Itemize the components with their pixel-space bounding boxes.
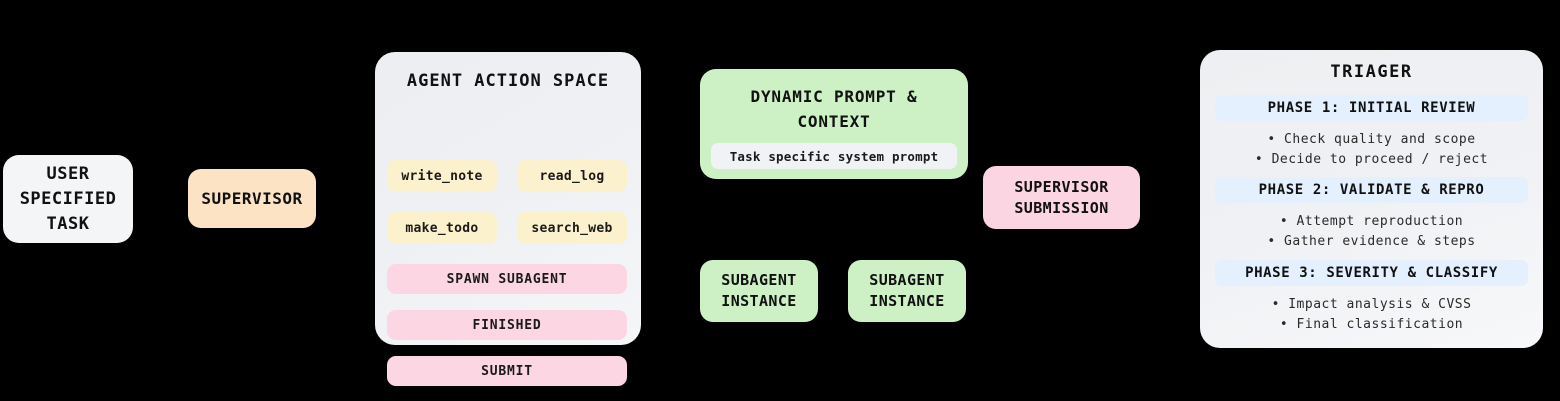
action-space-title: AGENT ACTION SPACE	[406, 71, 610, 91]
phase-2-header: PHASE 2: VALIDATE & REPRO	[1215, 177, 1528, 203]
action-spawn-subagent[interactable]: SPAWN SUBAGENT	[387, 264, 627, 294]
subagent-1-line-2: INSTANCE	[721, 292, 797, 310]
tool-read-log-label: read_log	[539, 168, 605, 184]
tool-make-todo-label: make_todo	[405, 220, 479, 236]
tool-write-note-label: write_note	[401, 168, 483, 184]
phase-2-header-label: PHASE 2: VALIDATE & REPRO	[1258, 182, 1485, 198]
tool-make-todo[interactable]: make_todo	[387, 212, 497, 244]
tool-read-log[interactable]: read_log	[517, 160, 627, 192]
tool-search-web-label: search_web	[531, 220, 613, 236]
phase-2-body: • Attempt reproduction • Gather evidence…	[1215, 212, 1528, 252]
action-finished[interactable]: FINISHED	[387, 310, 627, 340]
phase-3-bullet-1: • Impact analysis & CVSS	[1271, 297, 1472, 312]
phase-1-bullet-1: • Check quality and scope	[1267, 132, 1476, 147]
user-task-line-1: USER	[46, 163, 90, 184]
panel-triager: TRIAGER PHASE 1: INITIAL REVIEW • Check …	[1200, 50, 1543, 348]
phase-3-header: PHASE 3: SEVERITY & CLASSIFY	[1215, 260, 1528, 286]
phase-2-bullet-2: • Gather evidence & steps	[1267, 234, 1476, 249]
phase-3-bullet-2: • Final classification	[1279, 317, 1464, 332]
node-supervisor: SUPERVISOR	[188, 169, 316, 228]
phase-2-bullet-1: • Attempt reproduction	[1279, 214, 1464, 229]
node-supervisor-submission: SUPERVISOR SUBMISSION	[983, 166, 1140, 229]
phase-1-body: • Check quality and scope • Decide to pr…	[1215, 130, 1528, 170]
supervisor-submission-line-2: SUBMISSION	[1014, 198, 1109, 217]
task-specific-system-prompt-pill: Task specific system prompt	[711, 143, 957, 169]
panel-agent-action-space: AGENT ACTION SPACE write_note read_log m…	[375, 52, 641, 386]
node-subagent-instance-2: SUBAGENT INSTANCE	[848, 260, 966, 322]
subagent-1-line-1: SUBAGENT	[721, 271, 797, 289]
tool-write-note[interactable]: write_note	[387, 160, 497, 192]
action-finished-label: FINISHED	[472, 317, 542, 333]
phase-1-header-label: PHASE 1: INITIAL REVIEW	[1267, 100, 1476, 116]
phase-1-bullet-2: • Decide to proceed / reject	[1254, 152, 1489, 167]
user-task-line-3: TASK	[46, 213, 90, 234]
phase-3-body: • Impact analysis & CVSS • Final classif…	[1215, 295, 1528, 335]
action-submit[interactable]: SUBMIT	[387, 356, 627, 386]
node-user-specified-task: USER SPECIFIED TASK	[3, 155, 133, 243]
node-subagent-instance-1: SUBAGENT INSTANCE	[700, 260, 818, 322]
triager-title: TRIAGER	[1330, 62, 1413, 82]
panel-dynamic-prompt-context: DYNAMIC PROMPT & CONTEXT Task specific s…	[700, 69, 968, 179]
dynamic-prompt-title-line-2: CONTEXT	[797, 112, 871, 131]
dynamic-prompt-title-line-1: DYNAMIC PROMPT &	[750, 87, 918, 106]
task-specific-system-prompt-label: Task specific system prompt	[729, 148, 939, 164]
dynamic-prompt-title: DYNAMIC PROMPT & CONTEXT	[710, 84, 958, 134]
supervisor-submission-line-1: SUPERVISOR	[1014, 177, 1109, 196]
phase-1-header: PHASE 1: INITIAL REVIEW	[1215, 95, 1528, 121]
phase-3-header-label: PHASE 3: SEVERITY & CLASSIFY	[1245, 265, 1498, 281]
supervisor-label: SUPERVISOR	[201, 189, 303, 208]
action-submit-label: SUBMIT	[481, 363, 533, 379]
subagent-2-line-2: INSTANCE	[869, 292, 945, 310]
tool-search-web[interactable]: search_web	[517, 212, 627, 244]
user-task-line-2: SPECIFIED	[19, 188, 117, 209]
subagent-2-line-1: SUBAGENT	[869, 271, 945, 289]
action-spawn-subagent-label: SPAWN SUBAGENT	[446, 271, 568, 287]
